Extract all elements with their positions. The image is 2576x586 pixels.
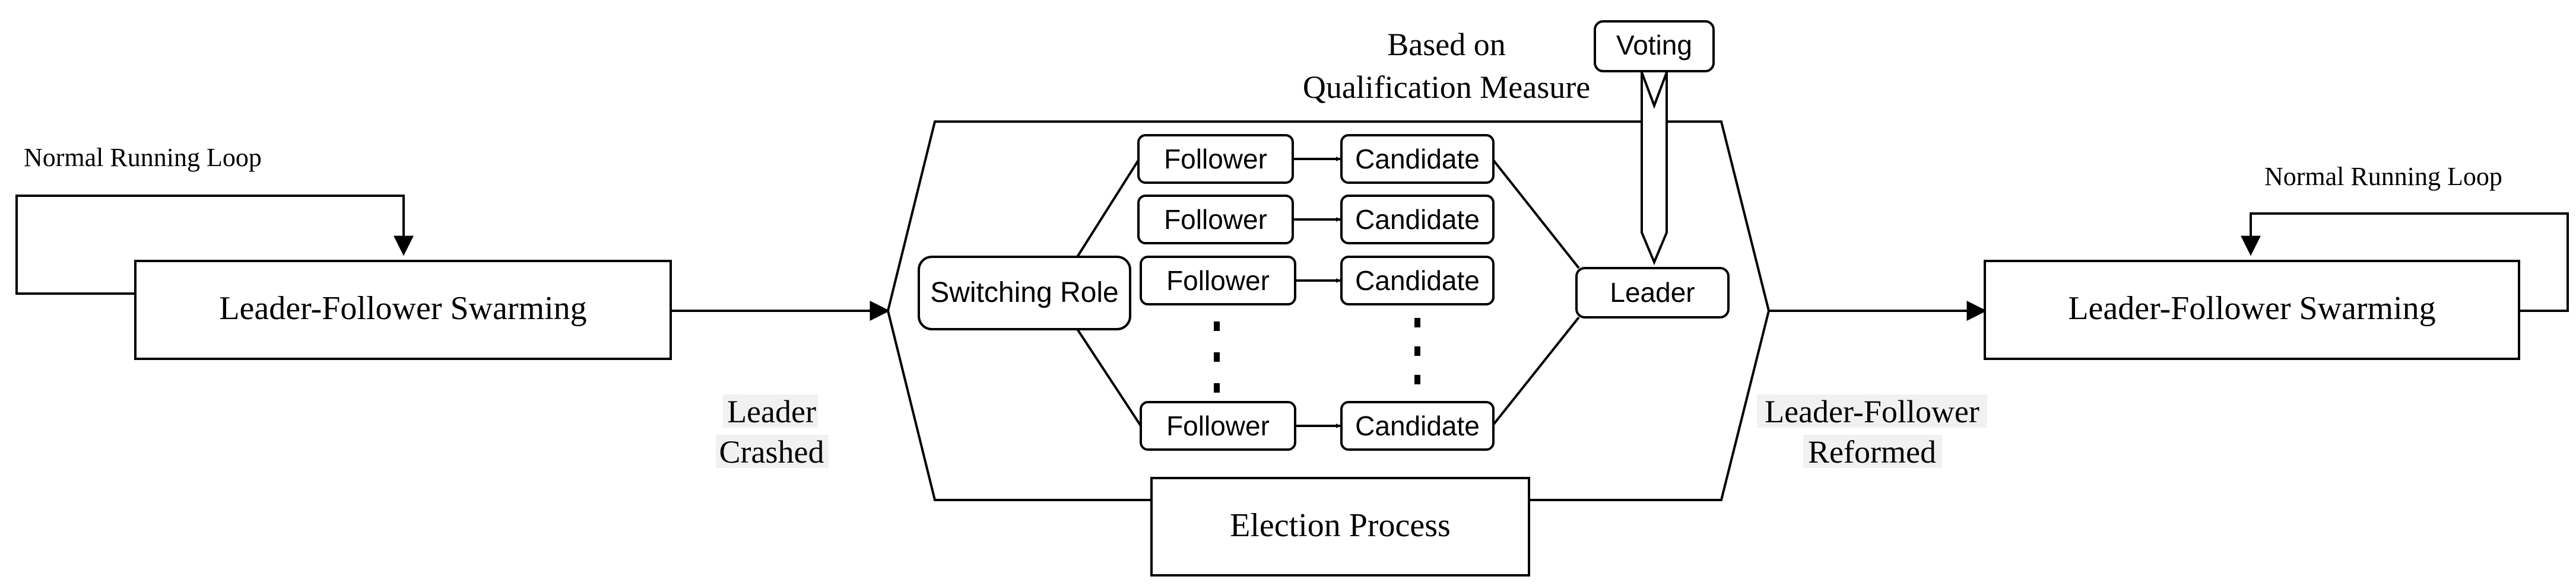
- crash-label-bg-1: [723, 394, 818, 428]
- follower-label-1: Follower: [1164, 144, 1267, 174]
- left-running-loop: [15, 195, 414, 295]
- crash-label-line2: Crashed: [719, 434, 824, 470]
- reformed-label-bg-1: [1757, 394, 1987, 428]
- candidate-box-2: [1340, 195, 1495, 244]
- candidate-box-3: [1340, 256, 1495, 305]
- election-process-box: [1150, 477, 1530, 577]
- voting-note-line2: Qualification Measure: [1303, 69, 1590, 105]
- right-swarming-box: [1984, 260, 2520, 360]
- right-loop-label: Normal Running Loop: [2264, 162, 2502, 191]
- voting-label: Voting: [1616, 30, 1692, 60]
- candidate-box-1: [1340, 134, 1495, 184]
- follower-label-3: Follower: [1166, 265, 1270, 296]
- voting-arrow: [1641, 72, 1668, 266]
- switching-role-box: [918, 256, 1131, 330]
- reformed-label-line2: Reformed: [1808, 434, 1936, 470]
- candidate-label-4: Candidate: [1355, 410, 1480, 441]
- switch-to-follower-4: [1076, 328, 1142, 427]
- leader-label: Leader: [1610, 277, 1695, 308]
- reformed-label-line1: Leader-Follower: [1765, 394, 1979, 429]
- left-loop-label: Normal Running Loop: [24, 143, 262, 172]
- voting-box: [1594, 20, 1715, 72]
- candidate-ellipsis: [1414, 318, 1420, 384]
- crash-label-bg-2: [716, 435, 829, 468]
- right-running-loop: [2241, 212, 2569, 312]
- follower-label-2: Follower: [1164, 204, 1267, 235]
- right-swarming-label: Leader-Follower Swarming: [2068, 290, 2435, 327]
- candidate-to-leader-1: [1492, 159, 1580, 269]
- switching-role-label: Switching Role: [930, 277, 1118, 308]
- left-swarming-label: Leader-Follower Swarming: [219, 290, 586, 327]
- candidate-box-4: [1340, 401, 1495, 451]
- crash-label-line1: Leader: [727, 394, 816, 429]
- candidate-to-leader-4: [1492, 316, 1580, 426]
- switch-to-follower-1: [1076, 159, 1140, 258]
- reformed-label-bg-2: [1803, 435, 1942, 468]
- follower-label-4: Follower: [1166, 410, 1270, 441]
- election-hexagon: [886, 120, 1771, 501]
- leader-box: [1575, 267, 1730, 319]
- candidate-label-1: Candidate: [1355, 144, 1480, 174]
- follower-ellipsis: [1214, 321, 1220, 393]
- voting-note-line1: Based on: [1387, 27, 1505, 62]
- election-process-label: Election Process: [1230, 507, 1451, 544]
- candidate-label-2: Candidate: [1355, 204, 1480, 235]
- candidate-label-3: Candidate: [1355, 265, 1480, 296]
